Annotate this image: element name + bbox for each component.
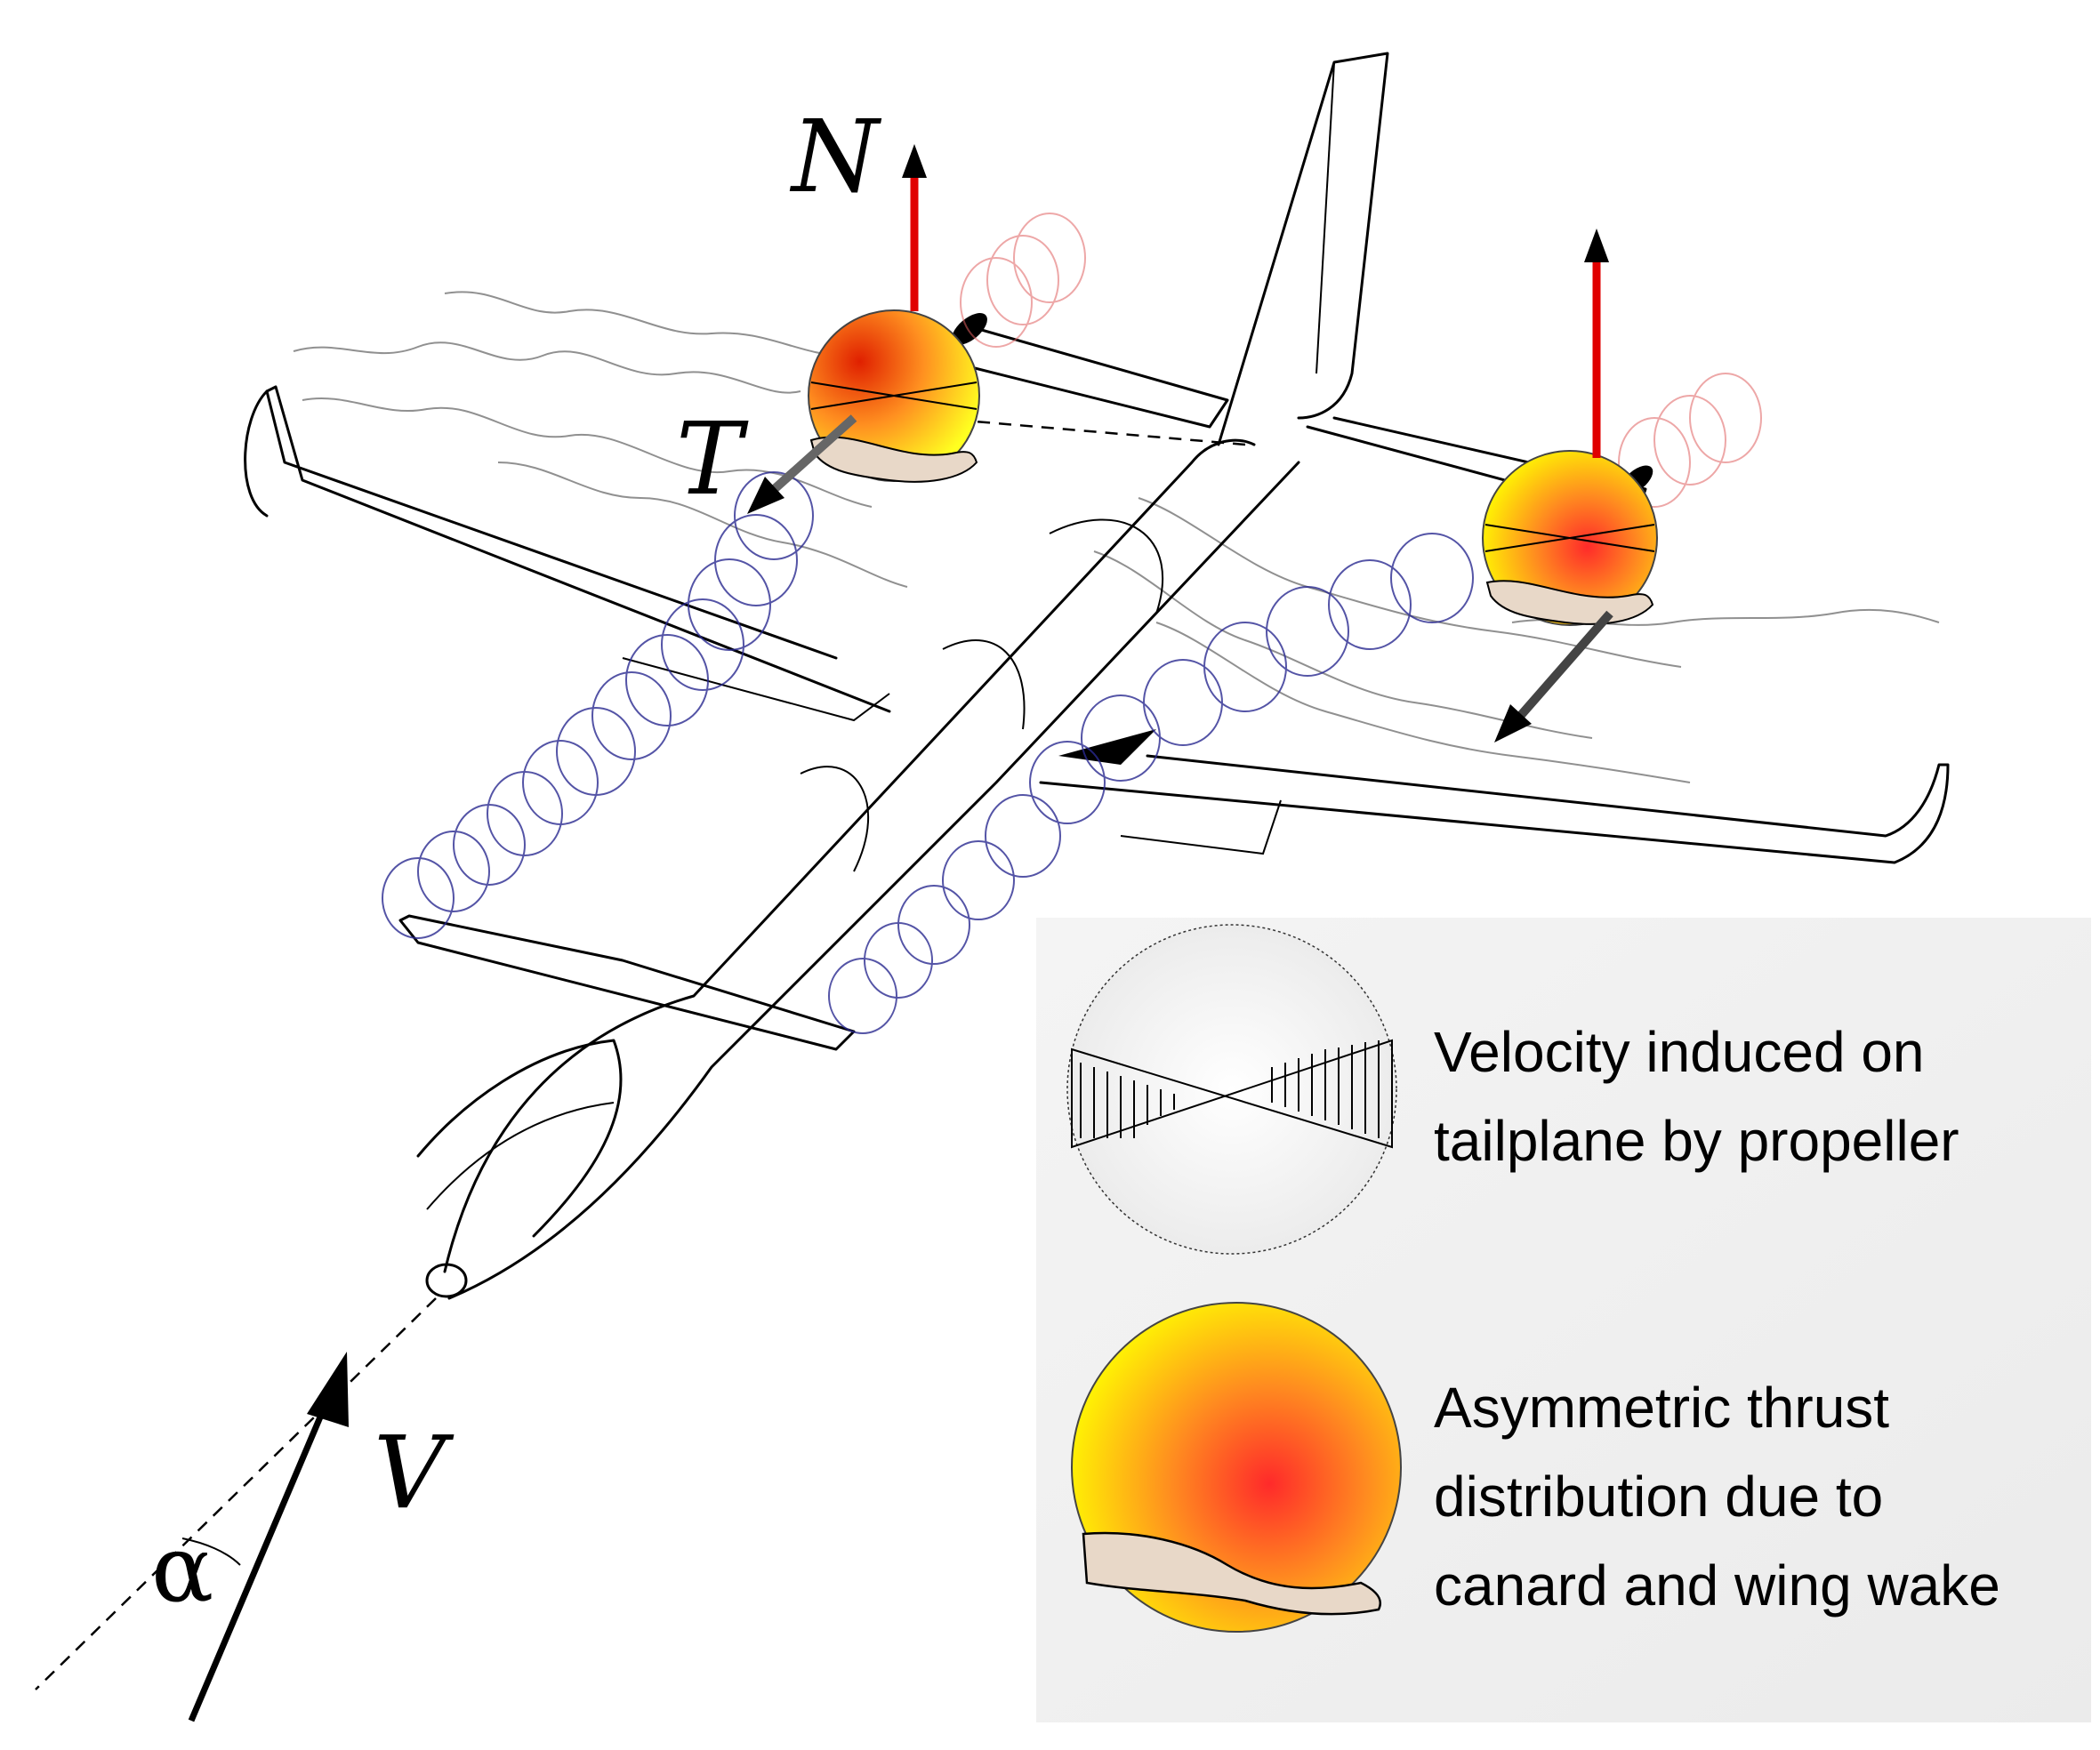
main-wing-right: [1039, 754, 1950, 864]
wing-root-fillet: [1058, 729, 1156, 765]
canard: [398, 914, 856, 1051]
legend-thrust-line1: Asymmetric thrust: [1434, 1376, 1889, 1440]
prop-helix-left-front: [960, 213, 1086, 348]
freestream: [35, 1297, 437, 1722]
legend-velocity-icon: [1066, 924, 1397, 1255]
fuselage-frame: [942, 639, 1026, 730]
vertical-fin: [1217, 52, 1389, 446]
prop-wake-right: [828, 533, 1474, 1034]
legend-thrust-icon: [1071, 1302, 1402, 1633]
red-up-arrow-icon: [902, 144, 927, 178]
alpha-label: α: [151, 1514, 213, 1623]
black-diagonal-arrow-icon: [1494, 704, 1532, 743]
main-wing-left: [265, 385, 891, 713]
alpha-arc: [181, 1537, 241, 1566]
propeller-disc-right: [1482, 450, 1658, 626]
velocity-vector: [188, 1394, 333, 1722]
wing-flap: [622, 657, 890, 722]
black-diagonal-arrow-icon: [747, 477, 784, 514]
red-up-arrow-icon: [1584, 229, 1609, 262]
cockpit: [416, 1039, 623, 1238]
legend-velocity-line2: tailplane by propeller: [1434, 1109, 1959, 1173]
fuselage-axis: [933, 416, 1246, 446]
legend-velocity-line1: Velocity induced on: [1434, 1020, 1925, 1084]
wing-wake-left: [293, 291, 908, 588]
legend-thrust-line2: distribution due to: [1434, 1465, 1883, 1529]
fuselage-frame: [1049, 518, 1164, 614]
legend-thrust-line3: canard and wing wake: [1434, 1553, 2000, 1618]
thrust-arrows: [747, 414, 1613, 743]
nacelle-left: [952, 313, 987, 345]
main-wing-left-tip: [244, 389, 269, 518]
normal-force-label: N: [789, 100, 882, 215]
velocity-label: V: [374, 1416, 455, 1531]
nose-cone: [425, 1263, 468, 1298]
fuselage-bottom: [447, 461, 1300, 1300]
aircraft-outline: [244, 52, 1950, 1300]
propeller-disc-left: [808, 309, 980, 483]
wing-flap-right: [1120, 799, 1282, 855]
normal-force-arrows: [902, 144, 1609, 458]
tailplane-left: [959, 327, 1229, 429]
prop-wake-left: [382, 471, 814, 939]
black-up-arrow-icon: [307, 1352, 349, 1427]
fuselage-frame: [800, 766, 869, 872]
prop-helix-right-front: [1618, 373, 1762, 508]
freestream-axis: [35, 1297, 437, 1690]
thrust-label: T: [676, 402, 749, 518]
